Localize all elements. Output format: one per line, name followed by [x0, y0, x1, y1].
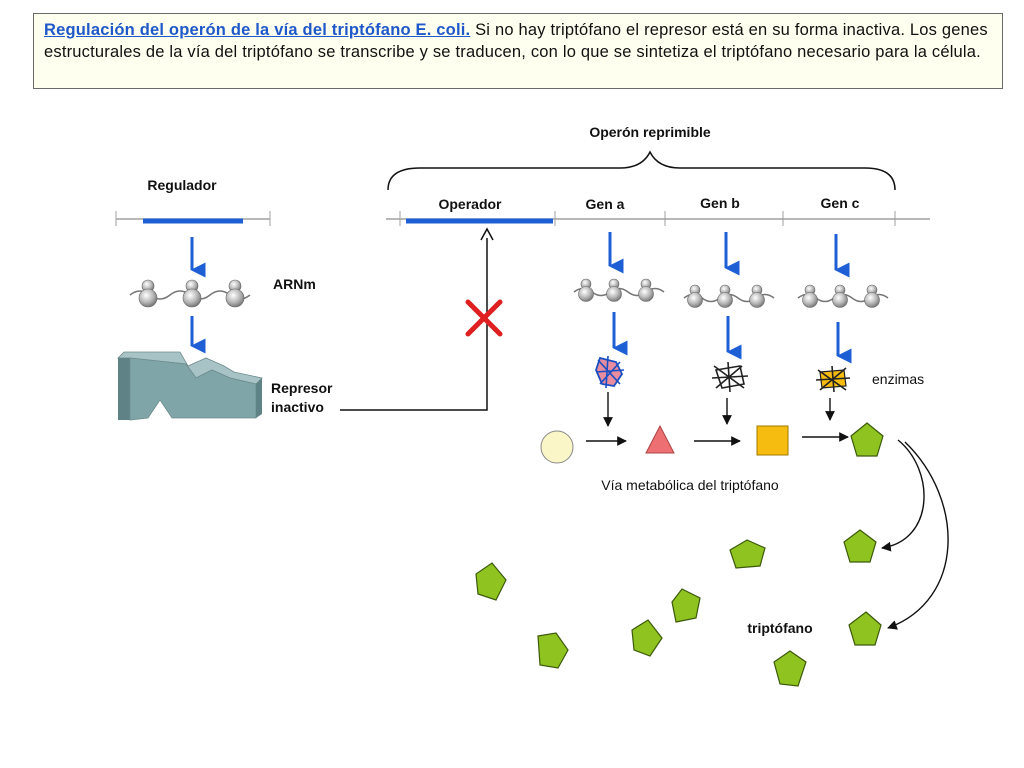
tryptophan-release-arrows [881, 439, 949, 630]
release-arrow-2 [887, 441, 949, 630]
repressor-to-operator-line [340, 238, 488, 411]
inactive-repressor [117, 351, 263, 421]
tryptophan-molecule [631, 619, 663, 657]
mrna-regulator [129, 279, 251, 308]
enzyme-a-icon [595, 355, 625, 389]
enzyme-c-icon [815, 365, 851, 393]
regulator-label: Regulador [147, 177, 217, 193]
gene-b-label: Gen b [700, 195, 740, 211]
enzyme-b-icon [711, 361, 749, 393]
gene-c-label: Gen c [821, 195, 860, 211]
tryptophan-product [850, 422, 884, 457]
operator-arrowhead [480, 227, 494, 241]
pathway-intermediate-square [756, 425, 789, 456]
pathway-precursor-circle [540, 430, 574, 464]
tryptophan-molecule [671, 588, 701, 623]
translation-arrows [190, 312, 852, 364]
operon-brace [387, 150, 896, 191]
operon-label: Operón reprimible [589, 124, 711, 140]
mrna-gene-b [683, 284, 775, 308]
caption-title: Regulación del operón de la vía del trip… [44, 21, 471, 39]
repressor-label-line2: inactivo [271, 399, 324, 415]
transcription-arrows [190, 232, 850, 278]
mrna-label: ARNm [273, 276, 316, 292]
tryptophan-molecules [475, 422, 884, 687]
mrna-gene-c [797, 284, 889, 308]
tryptophan-label: triptófano [747, 620, 812, 636]
tryptophan-molecule [537, 632, 569, 669]
caption-box: Regulación del operón de la vía del trip… [33, 13, 1003, 89]
tryptophan-molecule [773, 650, 807, 687]
operator-label: Operador [438, 196, 502, 212]
tryptophan-molecule [729, 539, 766, 569]
caption-text: Si no hay triptófano el represor está en… [44, 21, 988, 61]
operon-dna [386, 211, 930, 226]
release-arrow-1 [881, 439, 925, 552]
pathway-intermediate-triangle [645, 424, 675, 454]
regulator-dna [115, 211, 271, 226]
tryptophan-molecule [843, 529, 877, 563]
pathway-label: Vía metabólica del triptófano [601, 477, 779, 493]
mrna-gene-a [573, 278, 665, 302]
tryptophan-molecule [475, 562, 507, 601]
repressor-label-line1: Represor [271, 380, 333, 396]
enzyme-action-arrows [603, 392, 835, 427]
gene-a-label: Gen a [586, 196, 625, 212]
enzymes-label: enzimas [872, 371, 924, 387]
tryptophan-molecule [848, 611, 882, 646]
inhibition-x-icon [465, 299, 503, 337]
